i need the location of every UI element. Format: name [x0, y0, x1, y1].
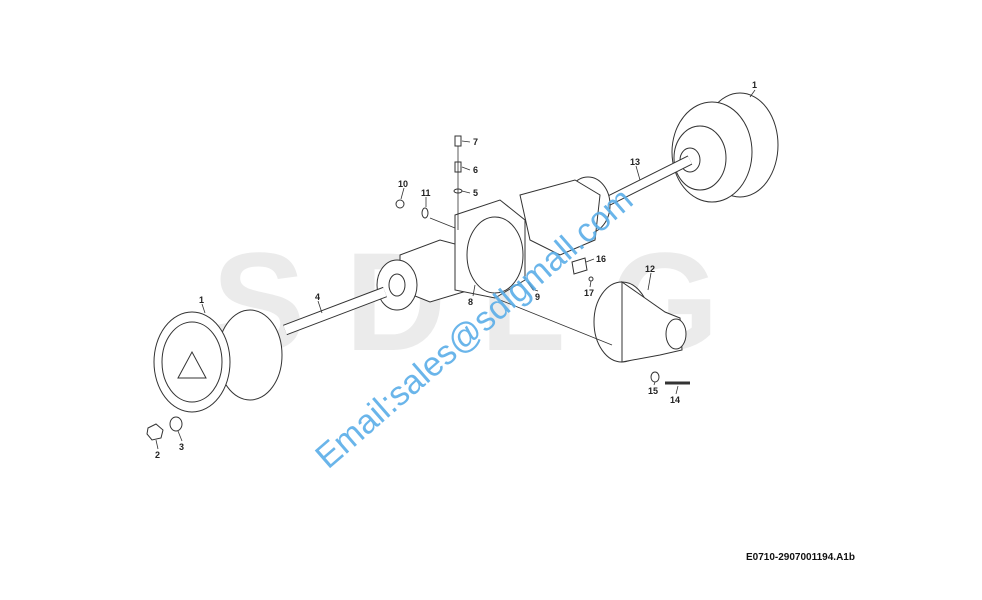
- callout-labels: 1 1 2 3 4 5 6 7 8 9 10 11 12 13 14 15 16…: [155, 80, 757, 460]
- callout-1-left: 1: [199, 295, 204, 305]
- washer-15: [650, 371, 660, 383]
- differential: [593, 281, 687, 363]
- callout-10: 10: [398, 179, 408, 189]
- nut-2: [146, 423, 164, 441]
- callout-2: 2: [155, 450, 160, 460]
- plate-16: [571, 257, 588, 275]
- left-wheel-hub: [153, 309, 283, 413]
- callout-6: 6: [473, 165, 478, 175]
- axle-housing: [376, 176, 611, 311]
- callout-8: 8: [468, 297, 473, 307]
- callout-15: 15: [648, 386, 658, 396]
- callout-3: 3: [179, 442, 184, 452]
- washer-3: [169, 416, 183, 432]
- callout-5: 5: [473, 188, 478, 198]
- callout-17: 17: [584, 288, 594, 298]
- callout-12: 12: [645, 264, 655, 274]
- callout-1-right: 1: [752, 80, 757, 90]
- callout-13: 13: [630, 157, 640, 167]
- callout-4: 4: [315, 292, 320, 302]
- rivet-17: [588, 276, 594, 282]
- callout-16: 16: [596, 254, 606, 264]
- pin-9: [527, 281, 535, 291]
- callout-9: 9: [535, 292, 540, 302]
- plug-10: [395, 199, 405, 209]
- drawing-code: E0710-2907001194.A1b: [746, 552, 855, 563]
- callout-11: 11: [421, 188, 431, 198]
- right-wheel-hub: [671, 92, 779, 203]
- breather-7: [454, 135, 462, 147]
- callout-7: 7: [473, 137, 478, 147]
- o-ring-11: [421, 207, 429, 219]
- callout-14: 14: [670, 395, 680, 405]
